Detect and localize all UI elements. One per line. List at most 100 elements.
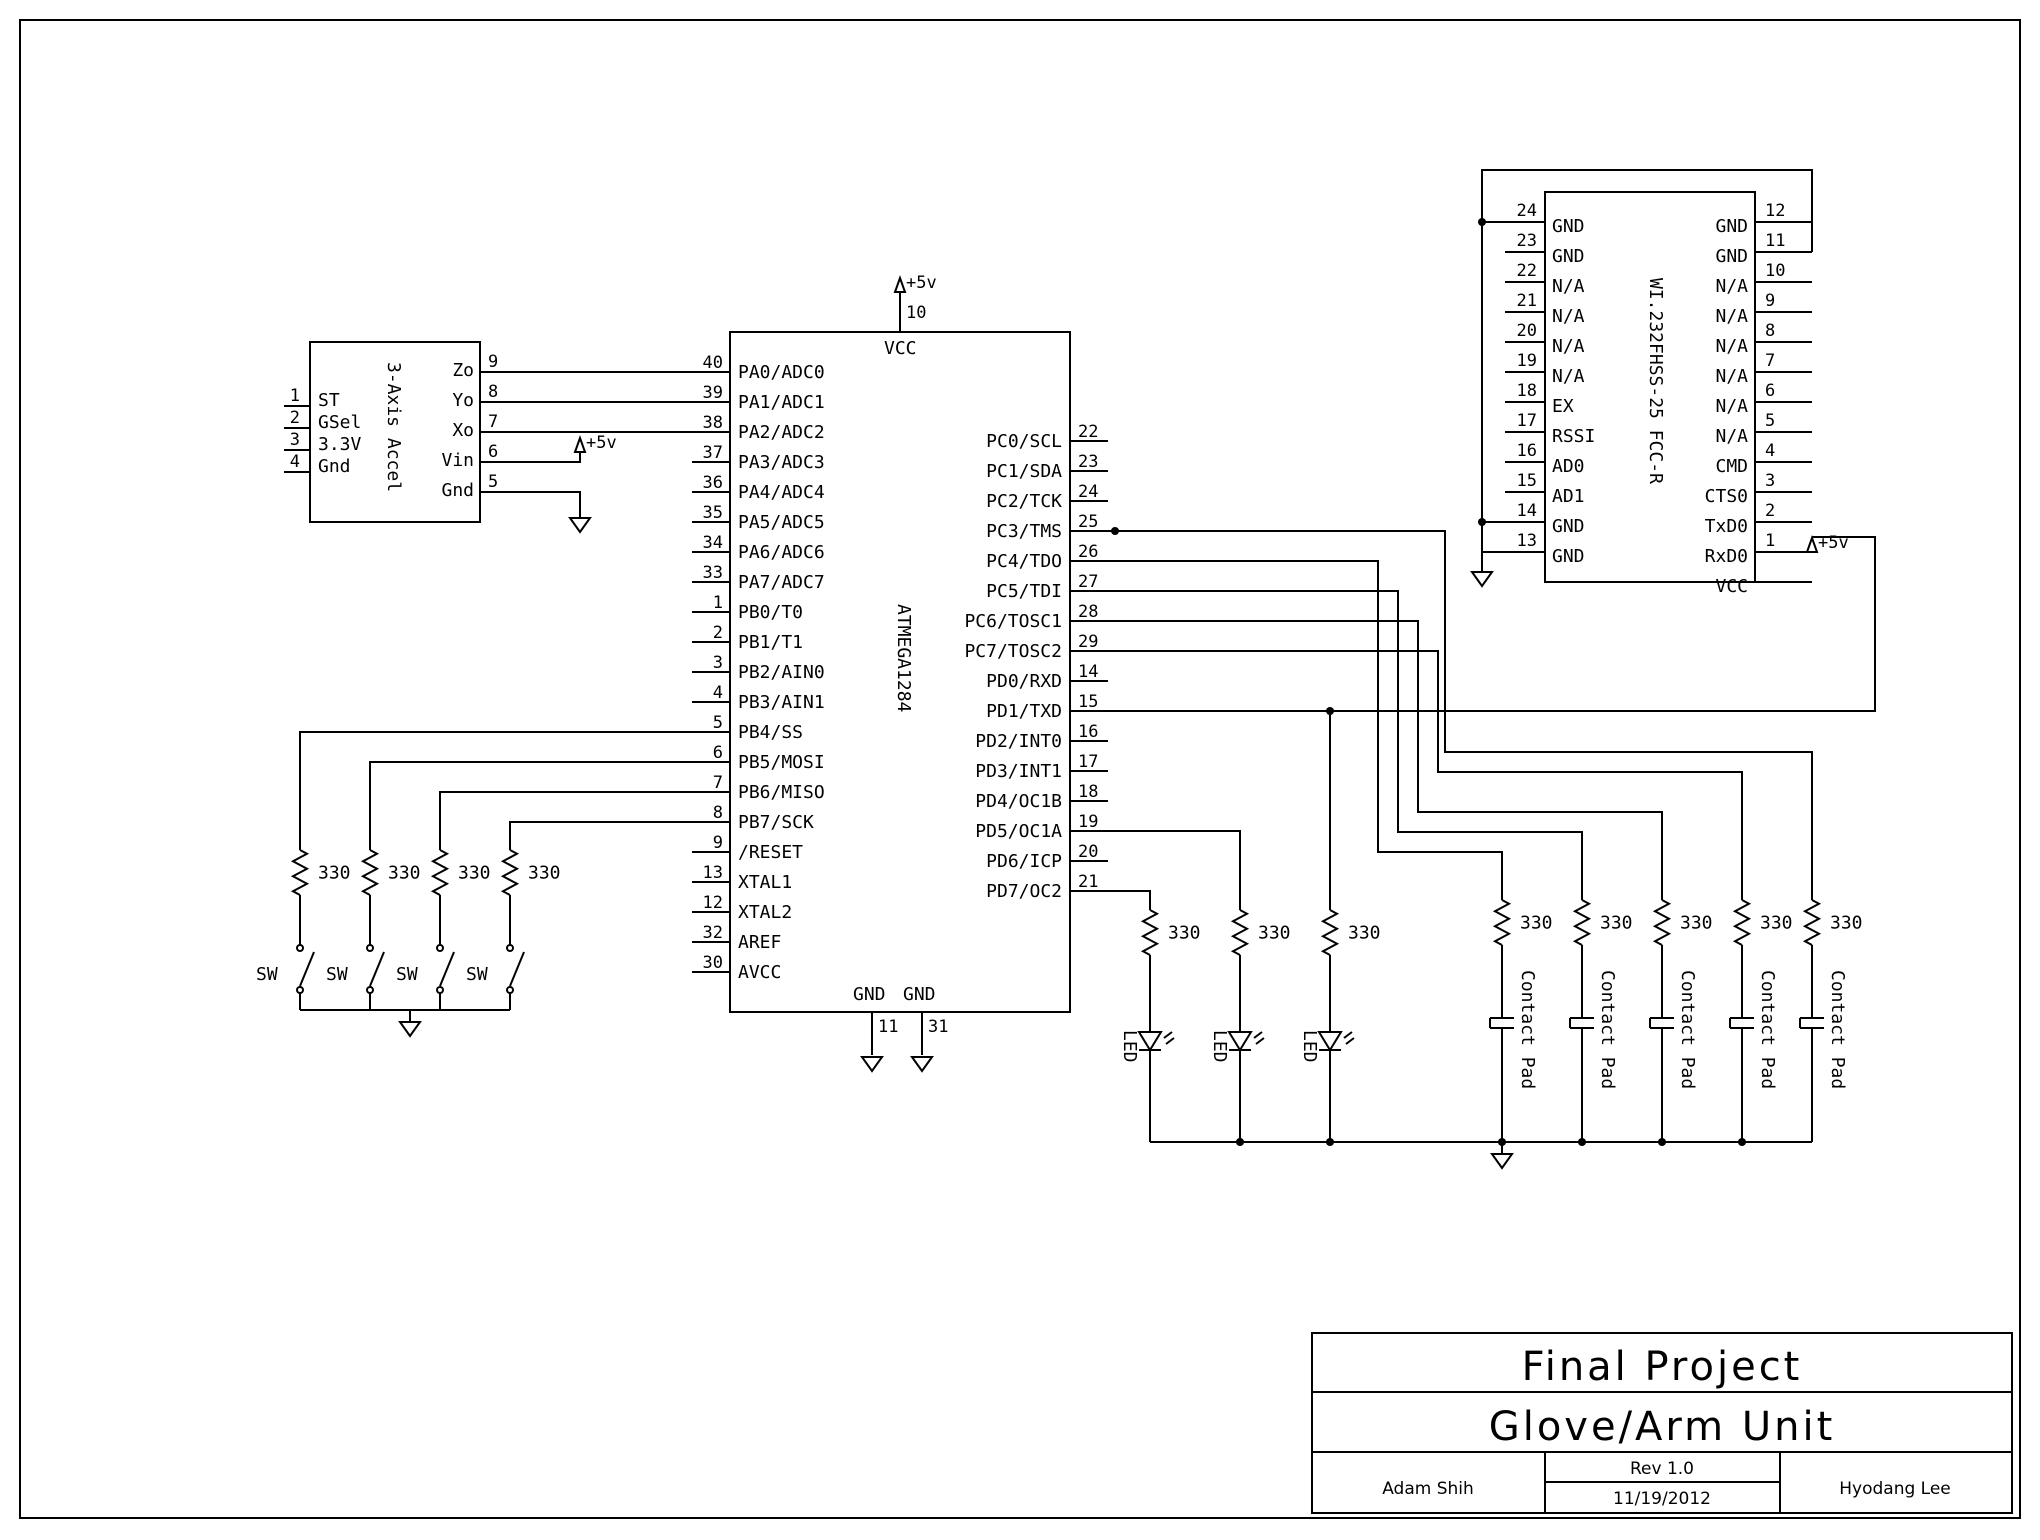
resistor-value: 330 [528,863,561,884]
radio-body [1544,191,1756,583]
pin-number: 29 [1078,632,1098,652]
wire [1108,560,1503,900]
pin-number: 5 [1765,411,1775,431]
pin-number: 6 [488,442,498,462]
wire [1108,530,1813,900]
pin-name: PD1/TXD [986,701,1062,722]
pin-number: 3 [713,653,723,673]
resistor-symbol [360,849,380,896]
pin-number: 21 [1078,872,1098,892]
pin-number: 3 [1765,471,1775,491]
pin-number: 38 [703,413,723,433]
supply-arrow-icon [573,435,587,453]
junction-dot [1478,518,1486,526]
pin-number: 6 [713,743,723,763]
resistor-symbol [1140,909,1160,956]
led-icon [1317,1031,1343,1052]
ground-symbol [910,1056,934,1073]
pin-number: 2 [713,623,723,643]
pin-name: N/A [1552,306,1585,327]
resistor-value: 330 [1168,923,1201,944]
pin-name: PC3/TMS [986,521,1062,542]
pin-name: PA4/ADC4 [738,482,825,503]
pin-name: VCC [1715,576,1748,597]
title-block-rev: Rev 1.0 [1630,1459,1694,1479]
switch-contact [366,986,374,994]
mcu-right-pins: 22PC0/SCL23PC1/SDA24PC2/TCK25PC3/TMS26PC… [964,422,1108,902]
pin-name: PC6/TOSC1 [964,611,1062,632]
pin-name: CMD [1715,456,1748,477]
mcu-gnd-label-2: GND [903,984,936,1005]
switch-lever [509,951,525,987]
pin-name: GND [1552,516,1585,537]
pin-name: GND [1552,546,1585,567]
pin-name: PD6/ICP [986,851,1062,872]
pin-name: CTS0 [1705,486,1748,507]
pin-number: 35 [703,503,723,523]
pin-number: 4 [713,683,723,703]
title-block-subtitle: Glove/Arm Unit [1489,1404,1836,1450]
pin-number: 5 [713,713,723,733]
resistor-value: 330 [1760,913,1793,934]
pin-name: Zo [452,360,474,381]
pin-number: 3 [290,430,300,450]
pin-name: ST [318,390,340,411]
pin-name: PD7/OC2 [986,881,1062,902]
pin-number: 1 [1765,531,1775,551]
pin-name: PC1/SDA [986,461,1062,482]
pin-number: 7 [1765,351,1775,371]
resistor-symbol [1230,909,1250,956]
pin-name: PB4/SS [738,722,803,743]
resistor-symbol [290,849,310,896]
sheet-border [19,19,2021,1519]
pin-name: Yo [452,390,474,411]
switch-label: SW [256,964,278,985]
switch-contact [296,944,304,952]
junction-dot [1738,1138,1746,1146]
switch-label: SW [326,964,348,985]
radio-name: WI.232FHSS-25 FCC-R [1645,278,1666,484]
junction-dot [1111,527,1119,535]
pin-number: 15 [1078,692,1098,712]
pin-number: 12 [1765,201,1785,221]
pin-name: XTAL1 [738,872,792,893]
pin-name: PD5/OC1A [975,821,1062,842]
pin-number: 24 [1078,482,1098,502]
pin-number: 20 [1078,842,1098,862]
led-icon [1227,1031,1253,1052]
switch-lever [439,951,455,987]
pin-name: TxD0 [1705,516,1748,537]
led-label: LED [1119,1030,1140,1063]
pin-number: 25 [1078,512,1098,532]
pin-number: 8 [1765,321,1775,341]
pin-number: 26 [1078,542,1098,562]
pin-number: 14 [1078,662,1098,682]
contact-pad-label: Contact Pad [1597,970,1618,1089]
pin-name: Xo [452,420,474,441]
pin-name: RxD0 [1705,546,1748,567]
switch-contact [436,944,444,952]
mcu-gnd-pin-11: 11 [878,1017,898,1037]
junction-dot [1478,218,1486,226]
pin-name: GND [1715,216,1748,237]
pin-name: PA5/ADC5 [738,512,825,533]
pin-number: 2 [290,408,300,428]
pin-number: 1 [290,386,300,406]
resistor-symbol [1492,899,1512,946]
resistor-value: 330 [318,863,351,884]
ground-symbol [1470,571,1494,588]
mcu-gnd-pin-31: 31 [928,1017,948,1037]
pin-name: PC7/TOSC2 [964,641,1062,662]
pin-name: PA3/ADC3 [738,452,825,473]
mcu-gnd-label-1: GND [853,984,886,1005]
junction-dot [1578,1138,1586,1146]
switch-contact [366,944,374,952]
pin-name: /RESET [738,842,803,863]
switch-lever [369,951,385,987]
led-label: LED [1299,1030,1320,1063]
switch-contact [296,986,304,994]
